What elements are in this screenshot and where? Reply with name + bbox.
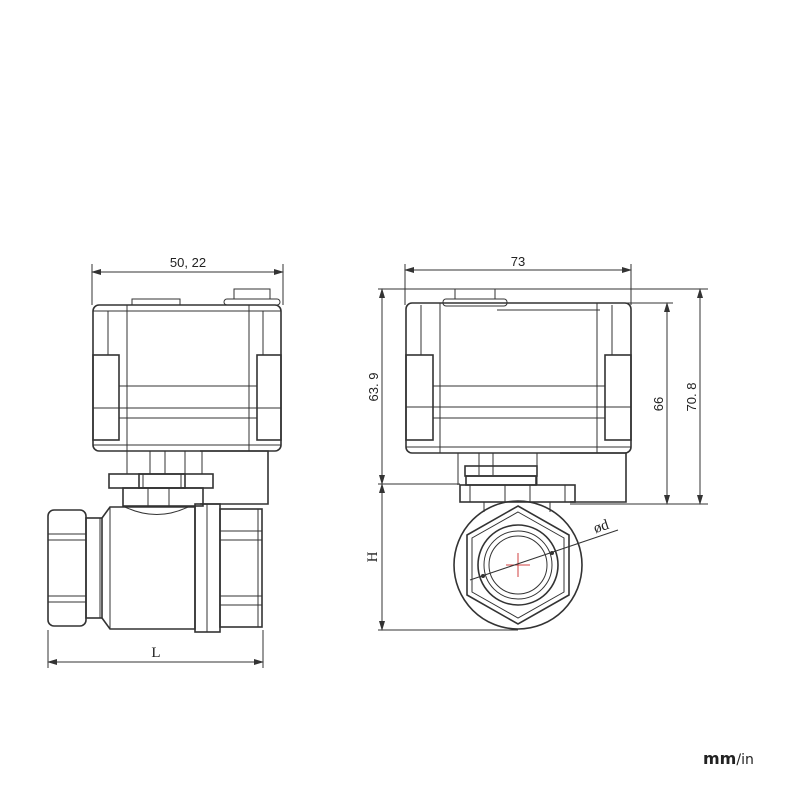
unit-primary: mm [703,749,737,768]
units-label: mm/in [703,749,754,769]
dim-actuator-depth: 73 [511,254,525,269]
unit-secondary: in [741,752,754,768]
dim-pipe-height: H [365,551,381,562]
dim-body-length: L [151,645,160,661]
dim-height-to-axis: 63. 9 [366,373,381,402]
dim-actuator-height: 66 [651,397,666,411]
dim-bore-diameter: ød [592,517,612,537]
dim-total-height: 70. 8 [684,383,699,412]
unit-separator: / [736,752,742,768]
dim-actuator-width: 50, 22 [170,255,206,270]
front-view: 50, 22 [47,255,284,668]
side-view: 73 [365,254,708,631]
